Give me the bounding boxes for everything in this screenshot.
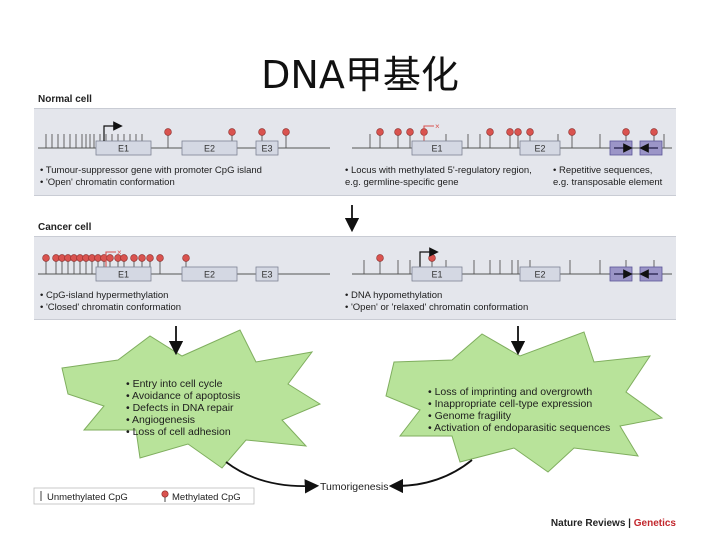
effect-item: • Defects in DNA repair	[126, 402, 234, 414]
methylated-cpg-icon	[161, 490, 169, 498]
normal-note-line: e.g. germline-specific gene	[345, 177, 459, 188]
methylated-cpg	[120, 254, 128, 262]
normal-note-line: • Repetitive sequences,	[553, 165, 653, 176]
effect-item: • Loss of imprinting and overgrowth	[428, 386, 593, 398]
methylated-cpg	[182, 254, 190, 262]
left-effects-burst	[61, 329, 322, 469]
outcome-label: Tumorigenesis	[320, 481, 388, 493]
effect-item: • Genome fragility	[428, 410, 512, 422]
exon-box	[255, 140, 279, 156]
exon-box	[255, 266, 279, 282]
normal-right-notes: • Repetitive sequences, e.g. transposabl…	[553, 165, 662, 189]
cancer-note-line: • 'Open' or 'relaxed' chromatin conforma…	[345, 302, 529, 313]
methylated-cpg	[164, 128, 172, 136]
transcription-start-arrow	[103, 121, 123, 141]
left-to-outcome-arrow	[225, 461, 320, 494]
methylated-cpg	[568, 128, 576, 136]
cancer-cell-label: Cancer cell	[38, 222, 92, 233]
normal-left-notes: • Tumour-suppressor gene with promoter C…	[40, 165, 262, 189]
normal-mid-notes: • Locus with methylated 5'-regulatory re…	[345, 165, 532, 189]
methylated-cpg	[228, 128, 236, 136]
exon-label: E1	[118, 270, 129, 280]
exon-label: E2	[534, 144, 545, 154]
exon-label: E2	[204, 270, 215, 280]
slide-title: DNA甲基化	[261, 53, 459, 97]
effect-item: • Angiogenesis	[126, 414, 196, 426]
cancer-left-notes: • CpG-island hypermethylation • 'Closed'…	[40, 290, 181, 314]
blocked-mark: ×	[435, 122, 440, 131]
methylated-cpg	[428, 254, 436, 262]
credit-separator: |	[625, 518, 634, 529]
methylated-cpg	[506, 128, 514, 136]
blocked-transcription-arrow	[423, 125, 434, 141]
legend-methylated: Methylated CpG	[172, 492, 241, 503]
exon-label: E2	[204, 144, 215, 154]
legend-unmethylated: Unmethylated CpG	[47, 492, 128, 503]
exon-box	[181, 266, 238, 282]
methylated-cpg	[42, 254, 50, 262]
transcription-start-arrow	[419, 247, 439, 267]
exon-label: E1	[118, 144, 129, 154]
methylated-cpg	[406, 128, 414, 136]
exon-label: E2	[534, 270, 545, 280]
right-effects-burst	[385, 331, 664, 473]
normal-note-line: e.g. transposable element	[553, 177, 663, 188]
normal-note-line: • 'Open' chromatin conformation	[40, 177, 175, 188]
cancer-note-line: • DNA hypomethylation	[345, 290, 443, 301]
right-to-outcome-arrow	[388, 459, 473, 494]
effect-item: • Activation of endoparasitic sequences	[428, 422, 611, 434]
exon-box	[95, 266, 152, 282]
effect-item: • Avoidance of apoptosis	[126, 390, 241, 402]
effect-item: • Inappropriate cell-type expression	[428, 398, 593, 410]
exon-label: E3	[261, 144, 272, 154]
normal-note-line: • Locus with methylated 5'-regulatory re…	[345, 165, 532, 176]
methylated-cpg	[486, 128, 494, 136]
blocked-mark: ×	[117, 248, 122, 257]
exon-box	[181, 140, 238, 156]
normal-cell-label: Normal cell	[38, 94, 92, 105]
exon-label: E1	[431, 144, 442, 154]
methylated-cpg	[376, 254, 384, 262]
exon-box	[411, 140, 463, 156]
methylated-cpg	[106, 254, 114, 262]
exon-box	[519, 140, 561, 156]
methylated-cpg	[376, 128, 384, 136]
legend-box	[33, 487, 255, 505]
normal-note-line: • Tumour-suppressor gene with promoter C…	[40, 165, 262, 176]
cancer-note-line: • 'Closed' chromatin conformation	[40, 302, 182, 313]
journal-section: Genetics	[633, 518, 676, 529]
methylated-cpg	[650, 128, 658, 136]
blocked-transcription-arrow	[105, 251, 116, 267]
methylated-cpg	[514, 128, 522, 136]
methylated-cpg	[130, 254, 138, 262]
methylated-cpg	[526, 128, 534, 136]
journal-name: Nature Reviews	[550, 518, 626, 529]
methylated-cpg	[282, 128, 290, 136]
methylated-cpg	[156, 254, 164, 262]
journal-credit: Nature Reviews | Genetics	[551, 518, 676, 529]
cancer-right-notes: • DNA hypomethylation • 'Open' or 'relax…	[345, 290, 528, 314]
exon-box	[519, 266, 561, 282]
exon-box	[411, 266, 463, 282]
cancer-note-line: • CpG-island hypermethylation	[40, 290, 169, 301]
effect-item: • Loss of cell adhesion	[126, 426, 231, 438]
methylated-cpg	[622, 128, 630, 136]
exon-box	[95, 140, 152, 156]
methylated-cpg	[138, 254, 146, 262]
right-effects-list: • Loss of imprinting and overgrowth • In…	[428, 386, 610, 434]
methylated-cpg	[258, 128, 266, 136]
left-effects-list: • Entry into cell cycle • Avoidance of a…	[126, 378, 240, 438]
methylated-cpg	[394, 128, 402, 136]
exon-label: E3	[261, 270, 272, 280]
methylated-cpg	[146, 254, 154, 262]
effect-item: • Entry into cell cycle	[126, 378, 223, 390]
exon-label: E1	[431, 270, 442, 280]
